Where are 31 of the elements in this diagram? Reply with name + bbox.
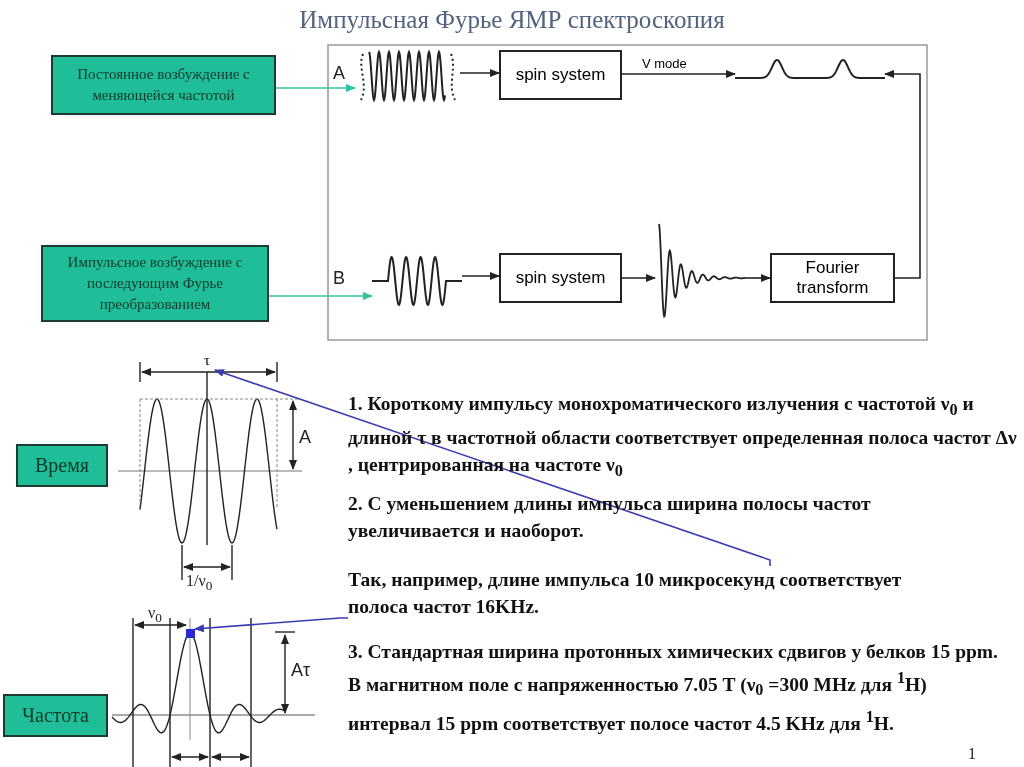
arrow <box>461 272 500 280</box>
arrow <box>744 274 771 282</box>
edge-label: V mode <box>640 56 689 71</box>
process-box: spin system <box>499 253 622 303</box>
process-box: spin system <box>499 50 622 100</box>
arrow <box>194 617 349 633</box>
text-box: Импульсное возбуждение с последующим Фурье преобразованием <box>41 245 269 322</box>
panel-letter: A <box>333 63 345 84</box>
arrow <box>214 369 771 567</box>
panel-letter: B <box>333 268 345 289</box>
dimension-label: ν$_{0}$ <box>148 604 162 627</box>
paragraph: 3. Стандартная ширина протонных химических сдвигов у белков 15 ppm. В магнитном поле с напряженностью 7.05 T (ν$_{0}$ =300 MHz для $^{1}$H) интервал 15 ppm соответствует полосе частот 4.5 KHz для $^{1}$H. <box>348 640 999 736</box>
pulse-wave <box>372 253 462 309</box>
arrow <box>268 292 373 300</box>
text-box: Частота <box>3 694 108 737</box>
marker-square <box>186 629 195 638</box>
arrow <box>459 69 500 77</box>
arrow <box>621 70 736 78</box>
paragraph: Так, например, длине импульса 10 микросекунд соответствует полоса частот 16KHz. <box>348 566 948 620</box>
process-box: Fourier transform <box>770 253 895 303</box>
symbol-label: τ <box>199 352 215 370</box>
slide-title: Импульсная Фурье ЯМР спектроскопия <box>298 6 726 34</box>
arrow <box>275 84 356 92</box>
text-box: Время <box>16 444 108 487</box>
arrow <box>621 274 656 282</box>
dimension-label: Aτ <box>291 660 311 681</box>
arrow <box>884 70 921 279</box>
page-number: 1 <box>968 745 976 763</box>
text-box: Постоянное возбуждение с меняющейся частотой <box>51 55 276 115</box>
dimension-label: 1/ν$_{0}$ <box>186 572 213 595</box>
dimension-label: A <box>299 427 311 448</box>
